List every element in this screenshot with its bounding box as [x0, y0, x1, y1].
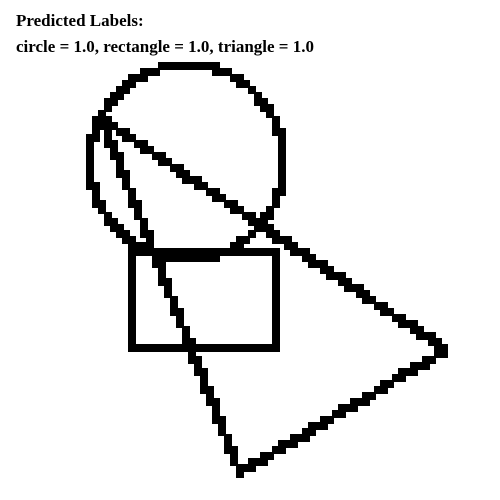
predicted-labels-caption: Predicted Labels: circle = 1.0, rectangl… [16, 8, 314, 60]
rectangle-shape [128, 248, 280, 352]
caption-heading: Predicted Labels: [16, 11, 144, 30]
caption-labels-line: circle = 1.0, rectangle = 1.0, triangle … [16, 37, 314, 56]
circle-shape [86, 62, 286, 262]
triangle-shape [98, 116, 448, 478]
pixel-layer [86, 62, 448, 478]
